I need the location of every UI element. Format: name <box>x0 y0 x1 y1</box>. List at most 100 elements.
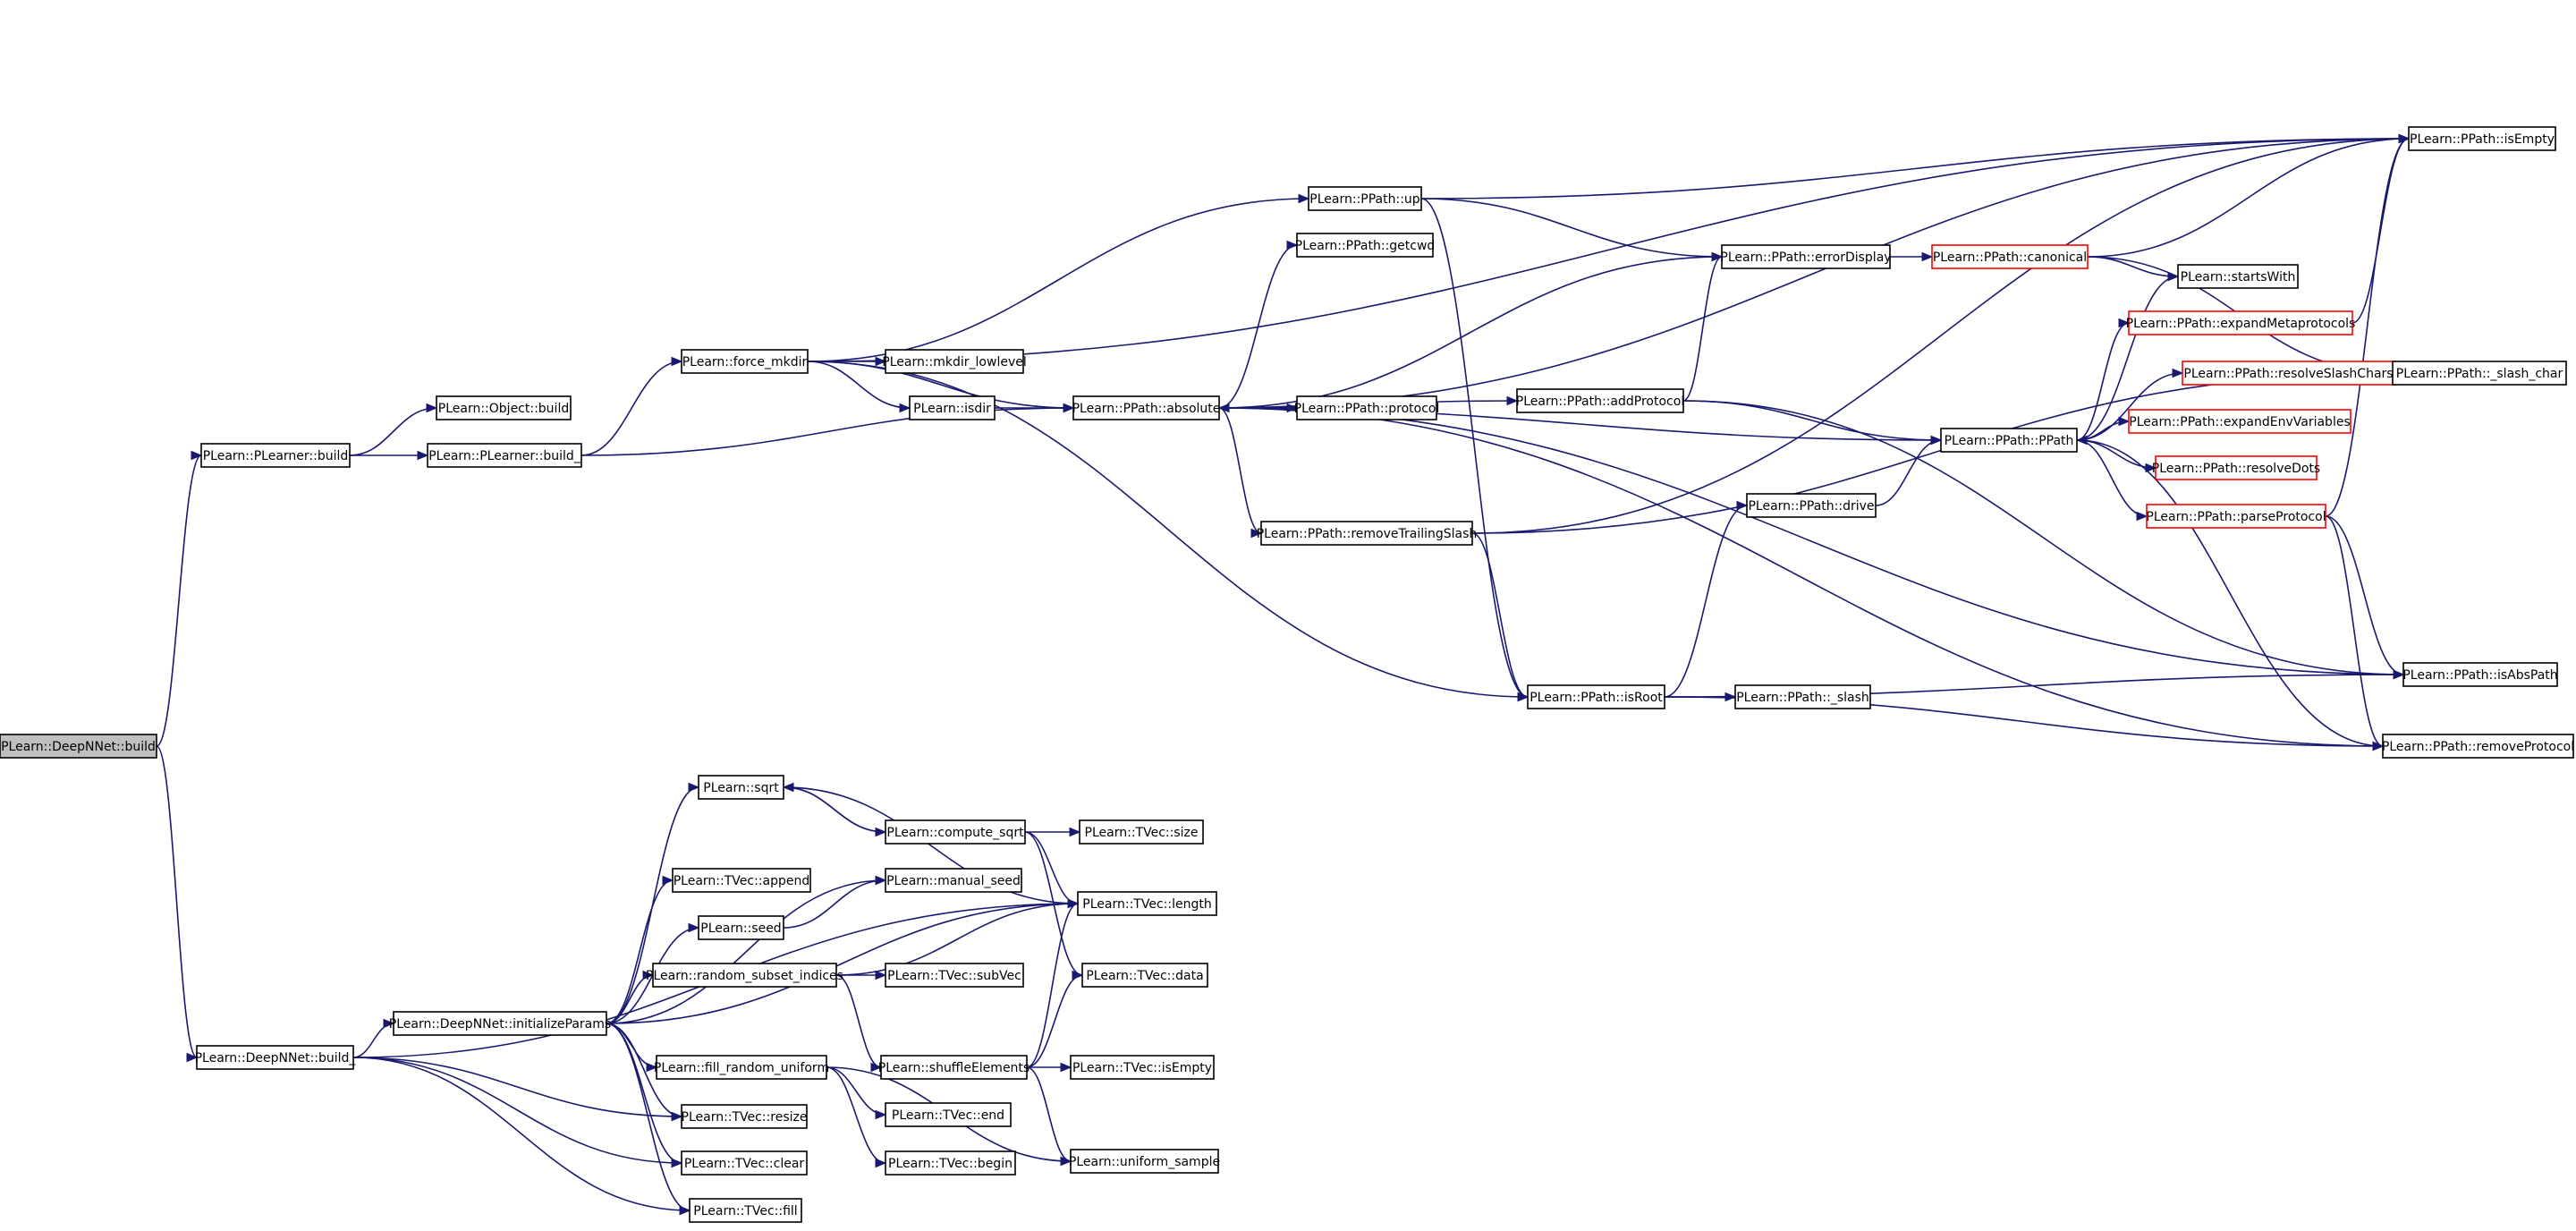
node-box <box>1077 891 1217 916</box>
node-remove-trailing-slash[interactable]: PLearn::PPath::removeTrailingSlash <box>1257 521 1478 546</box>
node-add-protocol[interactable]: PLearn::PPath::addProtocol <box>1516 388 1684 413</box>
node-compute-sqrt[interactable]: PLearn::compute_sqrt <box>885 819 1026 845</box>
node-plearner-build[interactable]: PLearn::PLearner::build_ <box>427 443 582 468</box>
edge-deepnnet-build-to-plearner-build <box>156 450 203 747</box>
node-canonical[interactable]: PLearn::PPath::canonical <box>1931 244 2089 269</box>
edge-line <box>2325 138 2410 517</box>
node-resolve-dots[interactable]: PLearn::PPath::resolveDots <box>2152 455 2320 480</box>
node-random-subset-indices[interactable]: PLearn::random_subset_indices <box>646 963 843 988</box>
node-remove-protocol[interactable]: PLearn::PPath::removeProtocol <box>2382 734 2574 759</box>
node-is-empty[interactable]: PLearn::PPath::isEmpty <box>2408 126 2556 151</box>
node-tvec-begin[interactable]: PLearn::TVec::begin <box>885 1150 1016 1176</box>
node-box <box>681 349 809 374</box>
node-tvec-resize[interactable]: PLearn::TVec::resize <box>681 1104 808 1129</box>
node-label: PLearn::TVec::isEmpty <box>1072 1061 1212 1075</box>
node-box <box>2182 361 2395 386</box>
edge-initialize-params-to-tvec-clear <box>606 1023 683 1168</box>
node-manual-seed[interactable]: PLearn::manual_seed <box>885 868 1022 893</box>
node-tvec-length[interactable]: PLearn::TVec::length <box>1077 891 1217 916</box>
edge-line <box>1420 198 1529 698</box>
node-label: PLearn::force_mkdir <box>682 355 808 369</box>
node-box <box>2402 662 2558 687</box>
edge-remove-trailing-slash-to-is-empty <box>1471 133 2411 534</box>
node-label: PLearn::TVec::clear <box>684 1157 805 1171</box>
node-is-abs-path[interactable]: PLearn::PPath::isAbsPath <box>2402 662 2558 687</box>
node-deepnnet-build[interactable]: PLearn::DeepNNet::build <box>0 734 157 759</box>
node-box <box>1734 684 1871 709</box>
node-sqrt[interactable]: PLearn::sqrt <box>698 775 784 800</box>
node-tvec-is-empty[interactable]: PLearn::TVec::isEmpty <box>1070 1055 1215 1080</box>
node-box <box>689 1198 802 1223</box>
arrowhead <box>2393 669 2405 680</box>
node-uniform-sample[interactable]: PLearn::uniform_sample <box>1069 1149 1220 1174</box>
node-box <box>2382 734 2574 759</box>
edge-line <box>1471 532 1529 698</box>
node-label: PLearn::shuffleElements <box>878 1061 1030 1075</box>
node-shuffle-elements[interactable]: PLearn::shuffleElements <box>878 1055 1030 1080</box>
arrowhead <box>1517 692 1530 702</box>
node-absolute[interactable]: PLearn::PPath::absolute <box>1072 395 1221 420</box>
node-deepnnet-build[interactable]: PLearn::DeepNNet::build_ <box>195 1045 357 1070</box>
edge-absolute-to-remove-trailing-slash <box>1218 407 1263 539</box>
edge-is-root-to-drive <box>1664 500 1749 698</box>
edge-line <box>1026 1066 1072 1162</box>
node-expand-metaprotocols[interactable]: PLearn::PPath::expandMetaprotocols <box>2126 310 2356 335</box>
node-box <box>681 1150 808 1176</box>
node-initialize-params[interactable]: PLearn::DeepNNet::initializeParams <box>389 1011 611 1036</box>
node-slash-char[interactable]: PLearn::PPath::_slash_char <box>2392 361 2567 386</box>
node-fill-random-uniform[interactable]: PLearn::fill_random_uniform <box>654 1055 829 1080</box>
node-label: PLearn::random_subset_indices <box>646 969 843 983</box>
edge-line <box>2076 439 2384 747</box>
edge-absolute-to-getcwd <box>1218 240 1299 409</box>
node-tvec-append[interactable]: PLearn::TVec::append <box>672 868 811 893</box>
arrowhead <box>1506 395 1519 406</box>
node-force-mkdir[interactable]: PLearn::force_mkdir <box>681 349 809 374</box>
arrowhead <box>417 450 429 461</box>
node-is-root[interactable]: PLearn::PPath::isRoot <box>1527 684 1665 709</box>
node-expand-env-variables[interactable]: PLearn::PPath::expandEnvVariables <box>2128 409 2351 434</box>
node-protocol[interactable]: PLearn::PPath::protocol <box>1294 395 1440 420</box>
node-box <box>885 963 1024 988</box>
node-mkdir-lowlevel[interactable]: PLearn::mkdir_lowlevel <box>882 349 1027 374</box>
node-tvec-sub-vec[interactable]: PLearn::TVec::subVec <box>885 963 1024 988</box>
node-tvec-fill[interactable]: PLearn::TVec::fill <box>689 1198 802 1223</box>
node-drive[interactable]: PLearn::PPath::drive <box>1746 493 1877 518</box>
node-label: PLearn::PLearner::build <box>203 449 349 463</box>
arrowhead <box>2172 368 2184 378</box>
arrowhead <box>186 1052 199 1063</box>
edge-add-protocol-to-error-display <box>1682 251 1724 402</box>
edge-fill-random-uniform-to-tvec-begin <box>826 1066 887 1168</box>
node-error-display[interactable]: PLearn::PPath::errorDisplay <box>1720 244 1892 269</box>
edge-line <box>1218 407 2404 675</box>
node-parse-protocol[interactable]: PLearn::PPath::parseProtocol <box>2146 504 2326 529</box>
node-tvec-size[interactable]: PLearn::TVec::size <box>1079 819 1204 845</box>
edge-line <box>1218 407 2384 747</box>
node-box <box>2408 126 2556 151</box>
node-box <box>1721 244 1891 269</box>
node-slash[interactable]: PLearn::PPath::_slash <box>1734 684 1871 709</box>
arrowhead <box>2075 435 2088 446</box>
node-label: PLearn::PPath::up <box>1309 192 1420 207</box>
edge-seed-to-manual-seed <box>783 875 887 929</box>
node-seed[interactable]: PLearn::seed <box>698 915 784 940</box>
node-tvec-data[interactable]: PLearn::TVec::data <box>1081 963 1208 988</box>
node-tvec-clear[interactable]: PLearn::TVec::clear <box>681 1150 808 1176</box>
node-label: PLearn::PPath::_slash <box>1736 691 1869 705</box>
edge-line <box>156 454 202 747</box>
node-up[interactable]: PLearn::PPath::up <box>1308 186 1422 211</box>
edge-line <box>1024 831 1083 976</box>
node-tvec-end[interactable]: PLearn::TVec::end <box>885 1102 1012 1127</box>
node-resolve-slash-chars[interactable]: PLearn::PPath::resolveSlashChars <box>2182 361 2395 386</box>
node-plearner-build[interactable]: PLearn::PLearner::build <box>200 443 351 468</box>
arrowhead <box>1072 970 1084 981</box>
edge-error-display-to-canonical <box>1890 251 1934 262</box>
node-ppath[interactable]: PLearn::PPath::PPath <box>1940 428 2078 453</box>
node-object-build[interactable]: PLearn::Object::build <box>436 395 572 420</box>
arrowhead <box>1286 240 1299 250</box>
node-starts-with[interactable]: PLearn::startsWith <box>2177 264 2299 289</box>
node-label: PLearn::PPath::canonical <box>1933 250 2087 265</box>
node-getcwd[interactable]: PLearn::PPath::getcwd <box>1295 233 1436 258</box>
node-box <box>885 1150 1016 1176</box>
node-isdir[interactable]: PLearn::isdir <box>909 395 996 420</box>
edge-line <box>807 361 911 409</box>
